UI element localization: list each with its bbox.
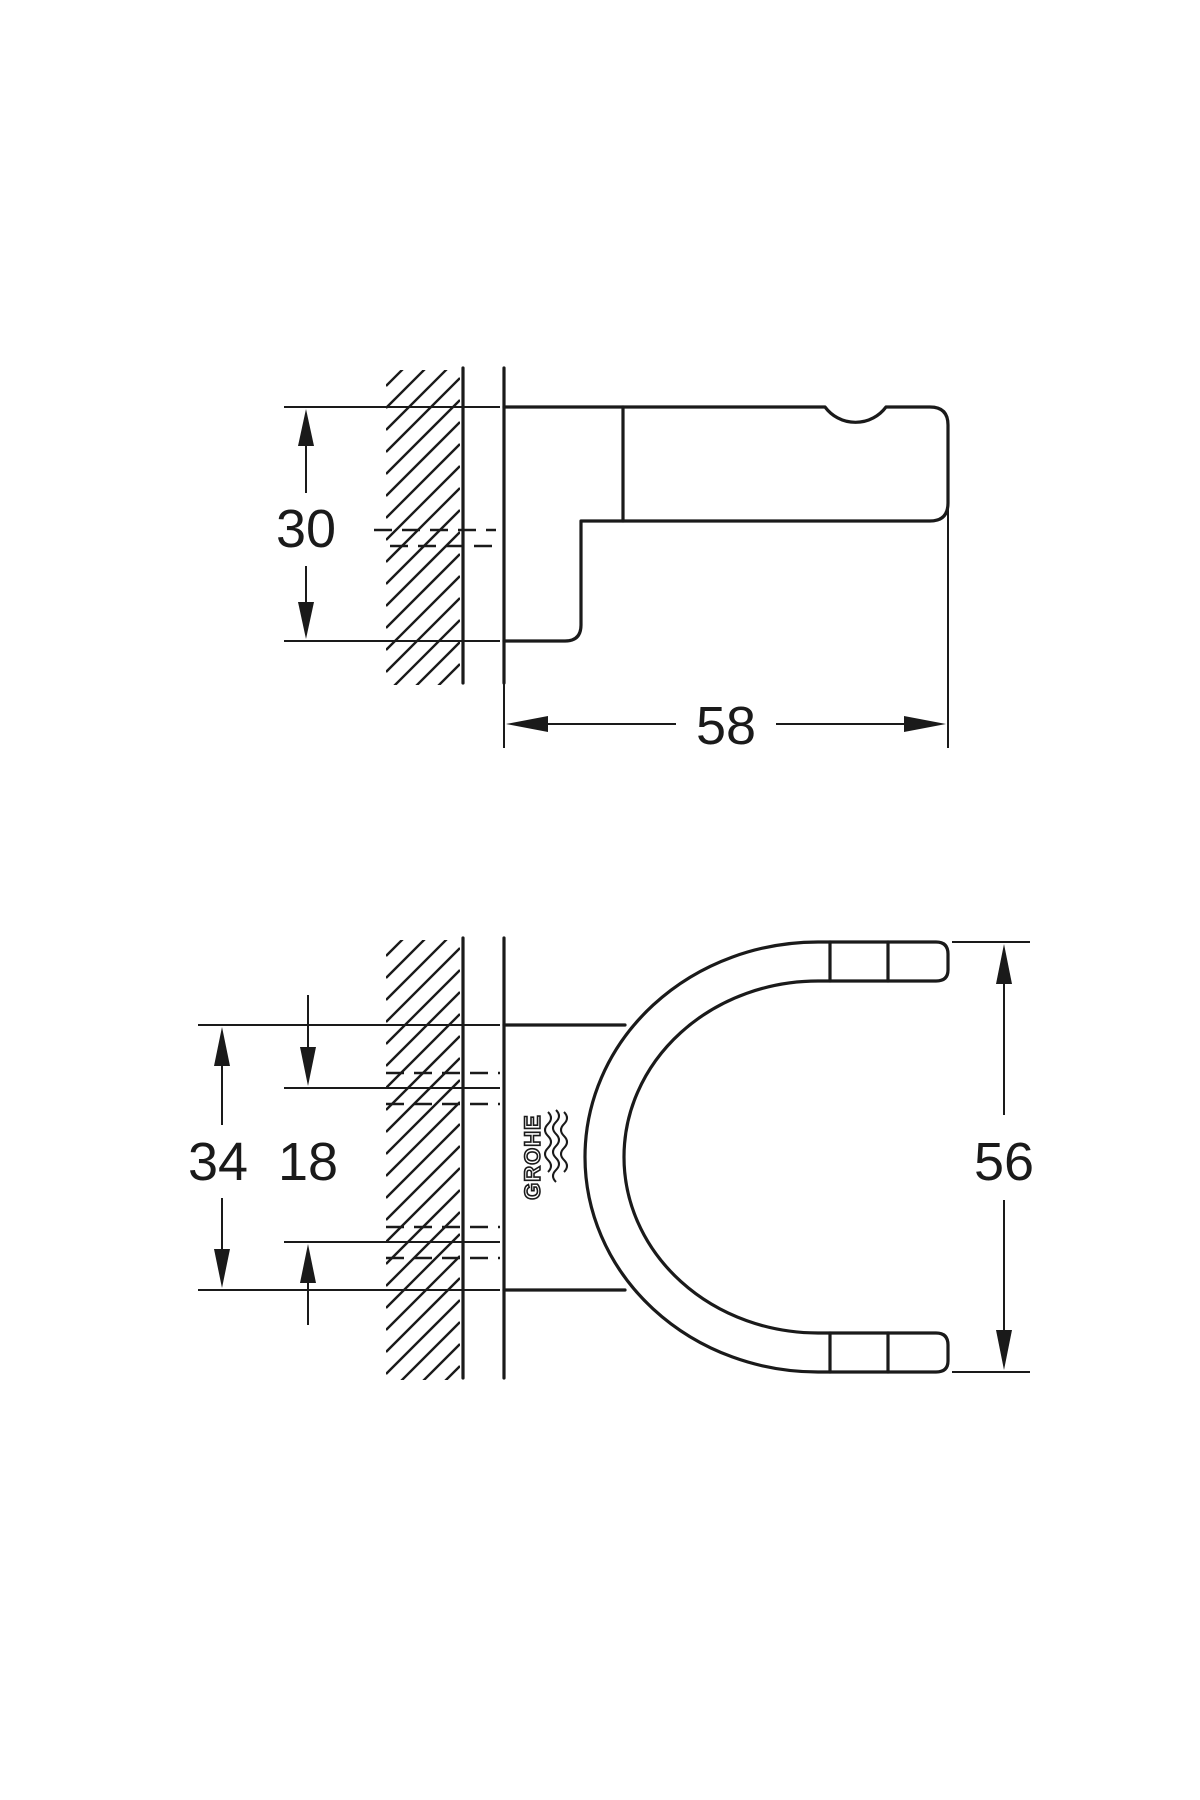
dim-label-depth: 58 xyxy=(696,696,756,756)
hatch-line xyxy=(386,1013,460,1089)
hatch-line xyxy=(386,1079,460,1155)
hatch-line xyxy=(386,940,448,1001)
hatch-line xyxy=(386,1101,460,1177)
hatch-line xyxy=(386,421,460,497)
hatch-line xyxy=(386,377,460,453)
grohe-logo: GROHE xyxy=(519,1113,546,1200)
hatch-line xyxy=(386,553,460,629)
hatch-line xyxy=(386,1410,460,1484)
hatch-line xyxy=(386,940,404,957)
hatch-line xyxy=(386,575,460,651)
hatch-line xyxy=(386,940,426,979)
hook-side-profile xyxy=(502,405,950,643)
hatch-line xyxy=(386,969,460,1045)
dim-label-height: 30 xyxy=(276,499,336,559)
side-view: 30 58 xyxy=(276,290,950,826)
hatch-line xyxy=(386,752,460,826)
hatch-line xyxy=(400,1321,460,1380)
hatch-line xyxy=(386,1145,460,1221)
hatch-line xyxy=(386,290,460,364)
hatch-line xyxy=(386,947,460,1023)
hatch-line xyxy=(386,730,460,804)
hatch-line xyxy=(386,597,460,673)
hatch-line xyxy=(386,686,460,760)
wall-hatching-top xyxy=(386,860,460,1528)
hatch-line xyxy=(386,1057,460,1133)
hatch-line xyxy=(386,1233,460,1309)
hatch-line xyxy=(386,1211,460,1287)
hook-u-shape xyxy=(583,940,950,1374)
hatch-line xyxy=(437,663,460,685)
hatch-line xyxy=(415,641,460,685)
hatch-line xyxy=(386,1299,460,1375)
arrow-right xyxy=(904,716,946,732)
hatch-line xyxy=(386,399,460,475)
wave-icon xyxy=(544,1109,568,1183)
top-view: GROHE 34 18 56 xyxy=(188,860,1034,1528)
hatch-line xyxy=(386,1167,460,1243)
arrow-up xyxy=(214,1027,230,1066)
arrow-down xyxy=(298,602,314,639)
hatch-line xyxy=(386,1255,460,1331)
hatch-line xyxy=(386,860,460,934)
arrow-up xyxy=(300,1244,316,1283)
hatch-line xyxy=(386,1123,460,1199)
wall-hatching-side xyxy=(386,290,460,826)
arrow-up xyxy=(298,409,314,446)
arrow-up xyxy=(996,944,1012,984)
hatch-line xyxy=(422,1343,460,1380)
hatch-line xyxy=(393,619,460,685)
arrow-down xyxy=(996,1330,1012,1370)
dim-label-inner-spacing: 18 xyxy=(278,1132,338,1192)
arrow-left xyxy=(506,716,548,732)
hatch-line xyxy=(386,370,448,431)
hatch-line xyxy=(386,487,460,563)
hatch-line xyxy=(386,370,404,387)
mounting-plate xyxy=(502,1023,627,1292)
arrow-down xyxy=(300,1047,316,1086)
hatch-line xyxy=(386,1454,460,1528)
hatch-line xyxy=(386,1388,460,1462)
dim-label-width: 56 xyxy=(974,1132,1034,1192)
dim-label-outer-spacing: 34 xyxy=(188,1132,248,1192)
hatch-line xyxy=(386,991,460,1067)
arrow-down xyxy=(214,1249,230,1288)
svg-text:GROHE: GROHE xyxy=(520,1114,545,1200)
hatch-line xyxy=(386,708,460,782)
hatch-line xyxy=(386,443,460,519)
hatch-line xyxy=(386,531,460,607)
hatch-line xyxy=(444,1365,460,1380)
hatch-line xyxy=(386,370,426,409)
hatch-line xyxy=(386,465,460,541)
hatch-line xyxy=(386,1432,460,1506)
